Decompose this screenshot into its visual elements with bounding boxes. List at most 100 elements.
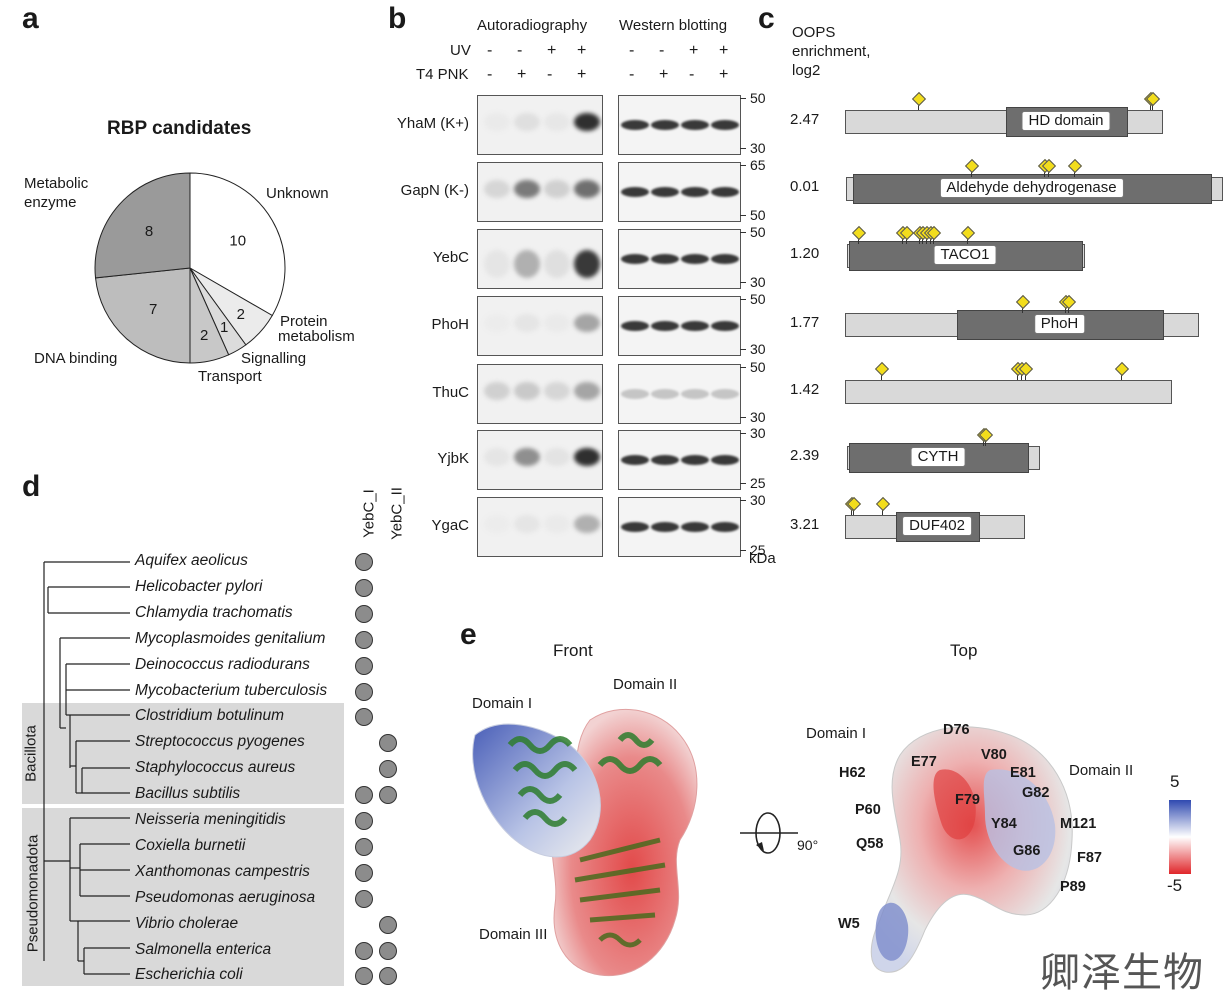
uv-sign-lane-6: -: [659, 42, 665, 59]
species-name: Clostridium botulinum: [135, 707, 285, 725]
crosslink-site-diamond-icon: [851, 225, 867, 241]
top-blue-patch-2: [875, 902, 909, 961]
autorad-band: [514, 113, 540, 132]
yebc-i-presence-dot: [355, 837, 373, 856]
domain-ii-label-top: Domain II: [1069, 762, 1134, 779]
uv-sign-lane-7: +: [689, 42, 699, 59]
rotation-label: 90°: [797, 837, 819, 853]
mw-tick: [740, 282, 746, 283]
autorad-band: [514, 314, 540, 333]
yebc-i-presence-dot: [355, 786, 373, 805]
domain-name-label: PhoH: [1033, 314, 1086, 334]
autorad-band: [514, 515, 540, 534]
western-band: [651, 120, 679, 131]
view-label-top: Top: [950, 641, 978, 660]
view-label-front: Front: [553, 641, 593, 660]
western-band: [681, 187, 709, 198]
western-band: [651, 455, 679, 466]
domain-name-label: CYTH: [910, 447, 966, 467]
autoradiography-blot: [477, 364, 603, 424]
crosslink-site-diamond-icon: [960, 225, 976, 241]
panel-label-c: c: [758, 2, 775, 35]
uv-sign-lane-2: -: [517, 42, 523, 59]
mw-top-label: 50: [750, 291, 766, 307]
autorad-band: [484, 448, 510, 467]
autorad-band: [544, 314, 570, 333]
mw-tick: [740, 148, 746, 149]
yebc-i-presence-dot: [355, 863, 373, 882]
scale-max-label: 5: [1170, 772, 1180, 791]
pie-value-metabolic-enzyme: 8: [145, 223, 153, 240]
mw-top-label: 65: [750, 157, 766, 173]
uv-sign-lane-8: +: [719, 42, 729, 59]
mw-bottom-label: 30: [750, 274, 766, 290]
pie-label-protein: Protein metabolism: [278, 314, 355, 344]
autorad-band: [544, 448, 570, 467]
pie-label-transport: Transport: [198, 368, 262, 385]
column-label-yebc-ii: YebC_II: [388, 487, 406, 540]
residue-d76: D76: [943, 722, 970, 738]
western-band: [621, 120, 649, 131]
species-name: Chlamydia trachomatis: [135, 603, 293, 621]
western-band: [711, 389, 739, 400]
pnk-sign-lane-2: +: [517, 66, 527, 83]
autoradiography-blot: [477, 162, 603, 222]
tree-branches: [43, 561, 130, 975]
yebc-i-presence-dot: [355, 578, 373, 597]
mw-tick: [740, 215, 746, 216]
species-name: Mycobacterium tuberculosis: [135, 681, 328, 699]
oops-enrichment-value: 1.20: [790, 245, 820, 262]
panel-label-a: a: [22, 2, 39, 35]
oops-header-line1: OOPS: [792, 24, 836, 41]
pnk-sign-lane-5: -: [629, 66, 635, 83]
oops-enrichment-value: 2.47: [790, 111, 820, 128]
residue-g82: G82: [1022, 785, 1050, 801]
crosslink-site-diamond-icon: [911, 91, 927, 107]
strands: [574, 837, 666, 948]
yebc-i-presence-dot: [355, 656, 373, 675]
crosslink-site-diamond-icon: [875, 496, 891, 512]
species-name: Deinococcus radiodurans: [135, 655, 310, 673]
residue-q58: Q58: [856, 836, 884, 852]
autorad-band: [484, 113, 510, 132]
domain-i-label-front: Domain I: [472, 695, 533, 712]
pie-label-signalling: Signalling: [241, 350, 307, 367]
yebc-i-presence-dot: [355, 889, 373, 908]
oops-enrichment-value: 1.77: [790, 314, 820, 331]
species-name: Streptococcus pyogenes: [135, 733, 305, 751]
autorad-band: [484, 250, 510, 278]
blot-row-label: PhoH: [431, 316, 469, 333]
mw-top-label: 30: [750, 425, 766, 441]
western-band: [681, 389, 709, 400]
western-band: [621, 389, 649, 400]
western-blot: [618, 364, 741, 424]
oops-enrichment-value: 2.39: [790, 447, 820, 464]
autorad-band: [544, 113, 570, 132]
column-label-yebc-i: YebC_I: [360, 489, 378, 538]
mw-tick: [740, 232, 746, 233]
western-band: [621, 321, 649, 332]
western-band: [681, 254, 709, 265]
species-name: Escherichia coli: [135, 966, 243, 984]
autorad-band: [514, 180, 540, 199]
pie-label-protein-line2: metabolism: [278, 328, 355, 345]
pie-label-metabolic-line2: enzyme: [24, 194, 77, 211]
mw-tick: [740, 367, 746, 368]
mw-top-label: 50: [750, 90, 766, 106]
residue-f79: F79: [955, 792, 980, 808]
autorad-band: [574, 314, 600, 333]
western-band: [621, 455, 649, 466]
autorad-band: [574, 113, 600, 132]
species-name: Xanthomonas campestris: [135, 862, 310, 880]
residue-p60: P60: [855, 802, 881, 818]
western-blot: [618, 497, 741, 557]
autorad-band: [484, 382, 510, 401]
mw-tick: [740, 417, 746, 418]
autorad-band: [484, 180, 510, 199]
oops-enrichment-value: 1.42: [790, 381, 820, 398]
western-blot: [618, 430, 741, 490]
western-band: [621, 187, 649, 198]
domain-name-label: Aldehyde dehydrogenase: [939, 178, 1124, 198]
western-band: [711, 522, 739, 533]
